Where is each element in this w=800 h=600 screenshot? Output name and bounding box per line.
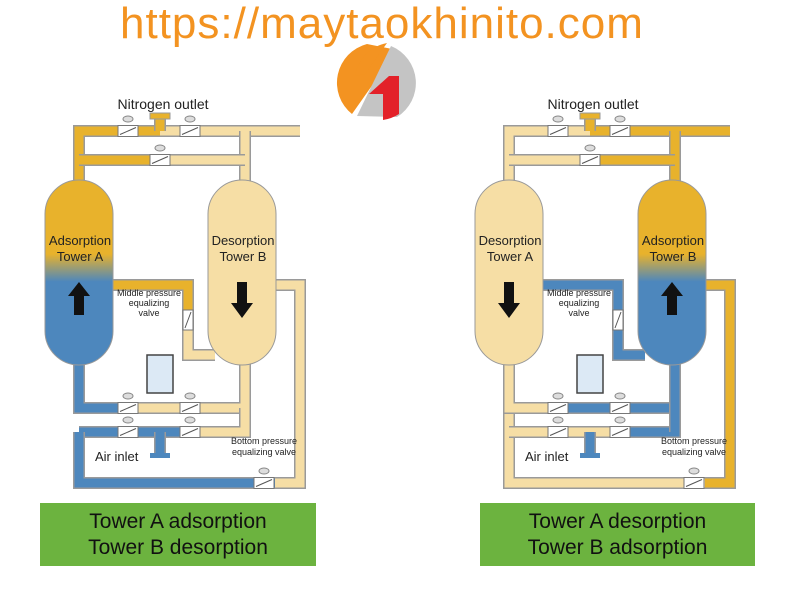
nitrogen-outlet-stub xyxy=(579,112,601,120)
bottom-valve-label-1: Bottom pressure xyxy=(661,436,727,446)
tower-b-label-line1: Desorption xyxy=(212,233,275,248)
valve-stem xyxy=(581,156,599,164)
pipe-outline xyxy=(73,360,125,414)
pipe xyxy=(105,280,193,320)
valve-stem xyxy=(549,404,567,412)
down-arrow-icon xyxy=(231,282,253,318)
watermark-url: https://maytaokhinito.com xyxy=(120,0,644,48)
valve-stem xyxy=(611,404,629,412)
tower xyxy=(474,179,544,366)
valve-actuator-icon xyxy=(122,115,134,123)
caption-box-1: Tower A adsorption Tower B desorption xyxy=(40,503,316,566)
air-inlet-stub xyxy=(150,453,170,458)
valve-actuator-icon xyxy=(184,392,196,400)
tower-b-label-line1: Adsorption xyxy=(642,233,704,248)
labels-diagram-2: Nitrogen outlet Desorption Tower A Adsor… xyxy=(479,96,727,464)
silencer xyxy=(576,354,604,394)
nitrogen-outlet-stub xyxy=(149,112,171,120)
up-arrow-icon xyxy=(68,282,90,315)
valve-actuator-icon xyxy=(614,416,626,424)
middle-valve-label-2: equalizing xyxy=(559,298,600,308)
pipe-outline xyxy=(125,360,251,414)
bottom-valve-label-2: equalizing valve xyxy=(232,447,296,457)
pipe xyxy=(504,360,555,413)
caption-line1: Tower A adsorption xyxy=(89,509,267,533)
middle-valve-label-3: valve xyxy=(568,308,589,318)
valve-actuator-icon xyxy=(552,416,564,424)
diagram-tower-a-adsorption xyxy=(44,112,306,489)
caption-line1: Tower A desorption xyxy=(528,509,707,533)
caption-line2: Tower B adsorption xyxy=(527,535,708,559)
valve-stem xyxy=(611,428,629,436)
tower xyxy=(637,179,707,366)
tower-a-label-line2: Tower A xyxy=(487,249,534,264)
valve-stem xyxy=(119,404,137,412)
valve-actuator-icon xyxy=(584,144,596,152)
bottom-valve-label-1: Bottom pressure xyxy=(231,436,297,446)
down-arrow-icon xyxy=(498,282,520,318)
tower-b-label-line2: Tower B xyxy=(650,249,697,264)
valve-actuator-icon xyxy=(154,144,166,152)
valve-stem xyxy=(181,428,199,436)
up-arrow-icon xyxy=(661,282,683,315)
pipe xyxy=(74,360,125,413)
valve-stem xyxy=(151,156,169,164)
pipe xyxy=(702,280,735,488)
valve-stem xyxy=(181,127,199,135)
air-inlet-stub xyxy=(580,453,600,458)
pipe xyxy=(125,360,250,413)
silencer xyxy=(146,354,174,394)
company-logo xyxy=(336,43,416,120)
air-inlet-label: Air inlet xyxy=(95,449,139,464)
middle-valve-label-3: valve xyxy=(138,308,159,318)
pipe xyxy=(272,280,305,488)
tower-a-label-line2: Tower A xyxy=(57,249,104,264)
valve-actuator-icon xyxy=(122,392,134,400)
pipe-outline xyxy=(555,360,681,414)
caption-box-2: Tower A desorption Tower B adsorption xyxy=(480,503,755,566)
bottom-valve-label-2: equalizing valve xyxy=(662,447,726,457)
valve-stem xyxy=(549,127,567,135)
air-inlet-label: Air inlet xyxy=(525,449,569,464)
valve-stem xyxy=(181,404,199,412)
valve-actuator-icon xyxy=(184,115,196,123)
pipe-outline xyxy=(503,360,555,414)
labels-diagram-1: Nitrogen outlet Adsorption Tower A Desor… xyxy=(49,96,297,464)
tower-b-label-line2: Tower B xyxy=(220,249,267,264)
pipe xyxy=(190,408,250,437)
valve-actuator-icon xyxy=(614,115,626,123)
nitrogen-outlet-label: Nitrogen outlet xyxy=(117,96,208,112)
tower-a-label-line1: Adsorption xyxy=(49,233,111,248)
valve-stem xyxy=(119,127,137,135)
nitrogen-outlet-label: Nitrogen outlet xyxy=(547,96,638,112)
valve-stem xyxy=(611,127,629,135)
valve-actuator-icon xyxy=(552,115,564,123)
tower xyxy=(44,179,114,366)
valve-stem xyxy=(255,479,273,487)
diagram-tower-b-adsorption xyxy=(474,112,736,489)
tower xyxy=(207,179,277,366)
valve-actuator-icon xyxy=(552,392,564,400)
valve-actuator-icon xyxy=(184,416,196,424)
valve-actuator-icon xyxy=(122,416,134,424)
valve-stem xyxy=(614,311,622,329)
valve-stem xyxy=(119,428,137,436)
caption-line2: Tower B desorption xyxy=(88,535,268,559)
valve-actuator-icon xyxy=(688,467,700,475)
valve-stem xyxy=(685,479,703,487)
valve-stem xyxy=(549,428,567,436)
tower-a-label-line1: Desorption xyxy=(479,233,542,248)
middle-valve-label-1: Middle pressure xyxy=(117,288,181,298)
pipe xyxy=(183,320,215,360)
pipe xyxy=(555,360,680,413)
valve-actuator-icon xyxy=(258,467,270,475)
middle-valve-label-2: equalizing xyxy=(129,298,170,308)
valve-actuator-icon xyxy=(614,392,626,400)
pipe xyxy=(74,432,275,488)
valve-stem xyxy=(184,311,192,329)
middle-valve-label-1: Middle pressure xyxy=(547,288,611,298)
